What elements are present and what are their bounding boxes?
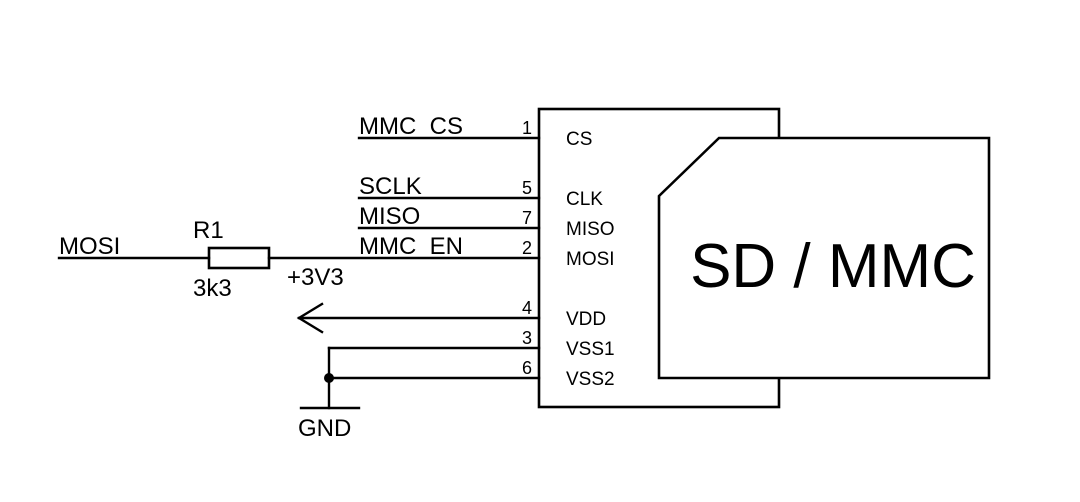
resistor-value: 3k3 — [193, 275, 232, 302]
pin-name: CLK — [566, 189, 603, 210]
resistor-r1 — [207, 246, 271, 270]
vcc-arrow-icon — [296, 302, 324, 334]
resistor-ref: R1 — [193, 217, 224, 244]
pin-name: VSS1 — [566, 339, 615, 360]
pin-name: VSS2 — [566, 369, 615, 390]
net-label-vcc: +3V3 — [287, 264, 344, 291]
pin-name: MISO — [566, 219, 615, 240]
pin-name: MOSI — [566, 249, 615, 270]
pin-number: 3 — [522, 328, 532, 348]
pin-number: 5 — [522, 178, 532, 198]
net-label-mmc-en: MMC_EN — [359, 233, 463, 260]
pin-number: 2 — [522, 238, 532, 258]
pin-number: 1 — [522, 118, 532, 138]
pin-number: 6 — [522, 358, 532, 378]
pin-name: VDD — [566, 309, 606, 330]
net-label-sclk: SCLK — [359, 173, 422, 200]
pin-name: CS — [566, 129, 592, 150]
card-title: SD / MMC — [690, 232, 976, 301]
net-label-mmc-cs: MMC_CS — [359, 113, 463, 140]
net-label-mosi: MOSI — [59, 233, 120, 260]
net-label-miso: MISO — [359, 203, 420, 230]
pin-number: 7 — [522, 208, 532, 228]
sd-card-outline — [657, 136, 991, 380]
pin-number: 4 — [522, 298, 532, 318]
junction-dot — [324, 373, 334, 383]
net-label-gnd: GND — [298, 415, 351, 442]
